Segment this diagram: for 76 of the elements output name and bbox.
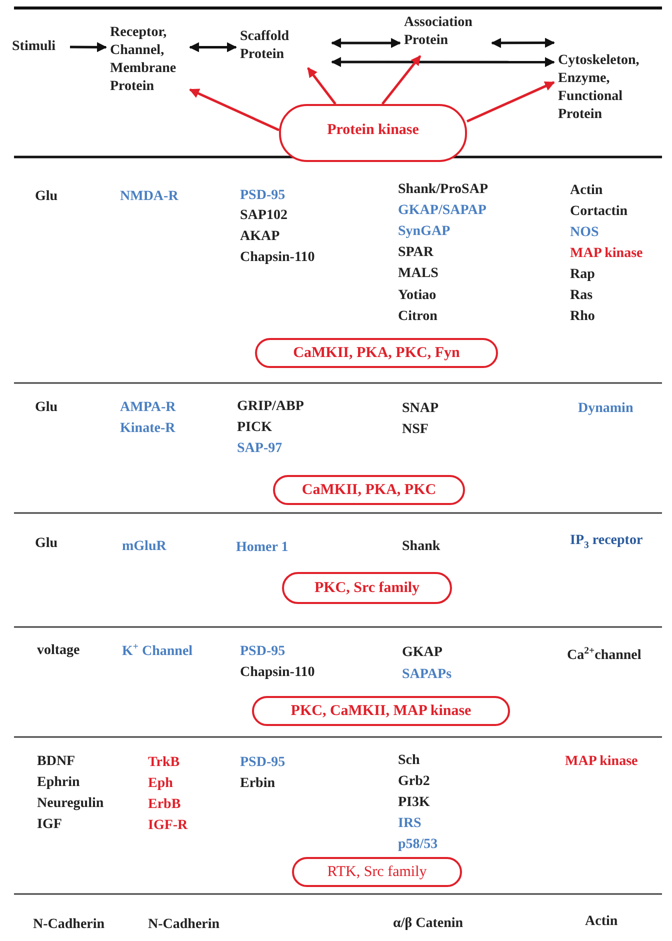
table-entry: Erbin	[240, 775, 276, 793]
table-entry: Glu	[35, 188, 58, 206]
table-entry: Glu	[35, 535, 58, 553]
node-label: Association Protein	[400, 14, 492, 56]
table-entry: MALS	[398, 265, 438, 283]
table-entry: Yotiao	[398, 287, 436, 305]
table-entry: mGluR	[122, 538, 166, 556]
arrow	[466, 81, 555, 123]
table-entry: Sch	[398, 752, 420, 770]
table-entry: N-Cadherin	[148, 916, 220, 934]
table-entry: Actin	[570, 182, 603, 200]
arrow	[189, 88, 280, 132]
table-entry: Chapsin-110	[240, 664, 315, 682]
table-entry: Actin	[585, 913, 618, 931]
table-entry: PICK	[237, 419, 272, 437]
arrow	[189, 42, 237, 52]
table-entry: Rap	[570, 266, 595, 284]
arrow	[381, 55, 422, 105]
table-entry: Ras	[570, 287, 593, 305]
arrow	[331, 38, 401, 48]
table-entry: SAPAPs	[402, 666, 452, 684]
kinase-box: Protein kinase	[279, 104, 467, 162]
table-entry: AKAP	[240, 228, 280, 246]
table-entry: Dynamin	[578, 400, 634, 418]
table-entry: IRS	[398, 815, 422, 833]
table-entry: TrkB	[148, 754, 180, 772]
table-entry: GRIP/ABP	[237, 398, 304, 416]
table-entry: Rho	[570, 308, 595, 326]
table-entry: Cortactin	[570, 203, 628, 221]
table-entry: GKAP	[402, 644, 442, 662]
table-entry: α/β Catenin	[393, 915, 464, 933]
table-entry: Ca$^{2+}$channel	[567, 647, 642, 665]
table-entry: GKAP/SAPAP	[398, 202, 486, 220]
table-entry: Citron	[398, 308, 438, 326]
table-entry: voltage	[37, 642, 80, 660]
table-entry: SynGAP	[398, 223, 450, 241]
arrow	[70, 42, 107, 52]
arrow	[331, 57, 555, 68]
table-entry: Neuregulin	[37, 795, 104, 813]
table-entry: NMDA-R	[120, 188, 178, 206]
table-entry: AMPA-R	[120, 399, 176, 417]
arrow	[307, 67, 336, 105]
table-entry: SPAR	[398, 244, 434, 262]
node-label: Receptor, Channel, Membrane Protein	[106, 24, 190, 104]
table-entry: PI3K	[398, 794, 430, 812]
table-entry: Chapsin-110	[240, 249, 315, 267]
table-entry: NSF	[402, 421, 428, 439]
table-entry: SAP102	[240, 207, 288, 225]
arrow	[491, 38, 555, 48]
node-label: Stimuli	[8, 38, 70, 58]
table-entry: Homer 1	[236, 539, 288, 557]
table-entry: Kinate-R	[120, 420, 176, 438]
table-entry: IGF	[37, 816, 62, 834]
table-entry: Glu	[35, 399, 58, 417]
table-entry: Grb2	[398, 773, 430, 791]
table-entry: N-Cadherin	[33, 916, 105, 934]
table-entry: K$^{+}$ Channel	[122, 643, 193, 661]
table-entry: SNAP	[402, 400, 439, 418]
table-entry: IGF-R	[148, 817, 188, 835]
table-entry: PSD-95	[240, 754, 286, 772]
table-entry: NOS	[570, 224, 599, 242]
table-entry: SAP-97	[237, 440, 282, 458]
table-entry: ErbB	[148, 796, 181, 814]
node-label: Cytoskeleton, Enzyme, Functional Protein	[554, 40, 658, 132]
table-entry: Ephrin	[37, 774, 80, 792]
table-entry: PSD-95	[240, 187, 286, 205]
table-entry: MAP kinase	[565, 753, 638, 771]
table-entry: IP$_{3}$ receptor	[570, 532, 643, 550]
table-entry: p58/53	[398, 836, 438, 854]
table-entry: Shank/ProSAP	[398, 181, 488, 199]
node-label: Scaffold Protein	[236, 28, 332, 68]
table-entry: MAP kinase	[570, 245, 643, 263]
table-entry: BDNF	[37, 753, 76, 771]
table-entry: Shank	[402, 538, 440, 556]
table-entry: Eph	[148, 775, 173, 793]
table-entry: PSD-95	[240, 643, 286, 661]
